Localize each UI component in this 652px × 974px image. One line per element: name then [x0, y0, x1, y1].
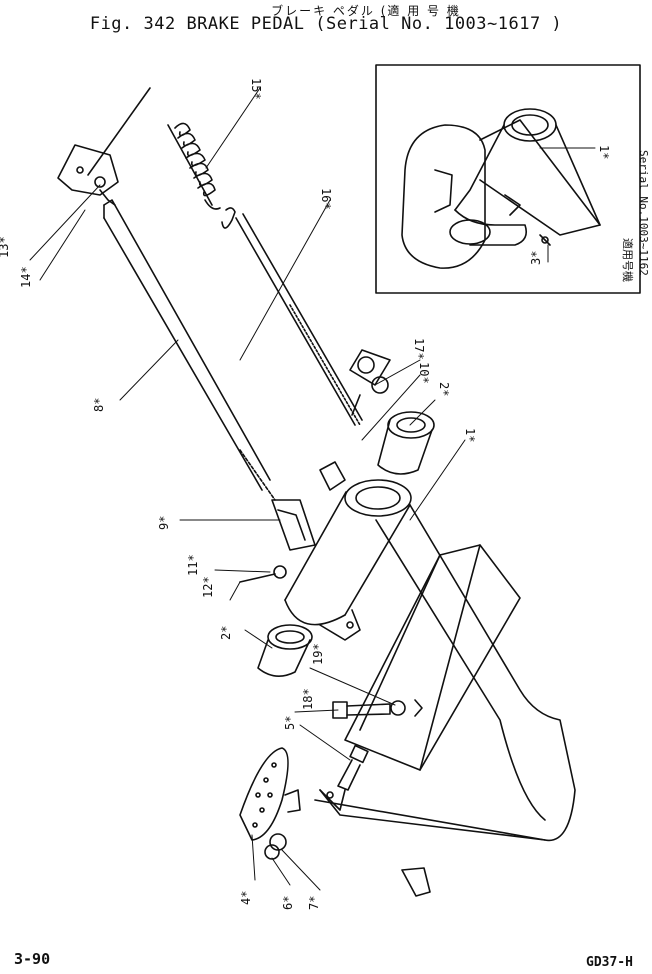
brake-rod-16	[221, 207, 363, 426]
bushing-bottom	[257, 624, 313, 677]
nut-washer-10-17	[349, 349, 391, 416]
label-2-top: 2*	[437, 382, 451, 396]
inset-note-serial: Serial No.1003~1162	[637, 150, 650, 276]
label-18: 18*	[301, 688, 315, 710]
label-10: 10*	[417, 362, 431, 384]
leader-lines	[29, 87, 466, 891]
bolt-12	[239, 573, 276, 583]
label-9: 9*	[157, 516, 171, 530]
nut-6	[264, 844, 280, 860]
label-14: 14*	[19, 266, 33, 288]
label-5: 5*	[283, 716, 297, 730]
stopper-plate	[344, 544, 521, 771]
inset-note-jp: 適用号機	[621, 238, 634, 282]
inset-label-3: 3*	[529, 251, 543, 265]
return-spring	[167, 122, 221, 210]
inset-frame	[375, 64, 641, 294]
label-4: 4*	[239, 891, 253, 905]
inset-label-1: 1*	[597, 145, 611, 159]
label-12: 12*	[201, 576, 215, 598]
part-labels: 15* 16* 13* 14* 8* 9* 17* 10* 2* 1* 11* …	[0, 78, 611, 910]
label-16: 16*	[319, 188, 333, 210]
label-8: 8*	[92, 398, 106, 412]
label-19: 19*	[311, 643, 325, 665]
bolt-18-nut-19	[332, 699, 423, 719]
label-2-bottom: 2*	[219, 626, 233, 640]
bolt-5	[337, 744, 369, 791]
brake-rod-8	[103, 199, 276, 501]
label-17: 17*	[412, 338, 426, 360]
clevis	[271, 499, 316, 551]
page-number: 3-90	[14, 950, 51, 968]
label-6: 6*	[281, 896, 295, 910]
drawing-code: GD37-H	[586, 955, 633, 970]
figure-title: Fig. 342 BRAKE PEDAL (Serial No. 1003~16…	[89, 14, 563, 34]
pedal-shaft-tube	[284, 479, 412, 641]
label-15: 15*	[249, 78, 263, 100]
pin	[319, 461, 346, 491]
label-11: 11*	[186, 554, 200, 576]
label-1: 1*	[463, 428, 477, 442]
pedal-pad	[239, 747, 301, 841]
bushing-top	[377, 411, 435, 475]
washer-11	[273, 565, 287, 579]
pedal-arm	[314, 504, 576, 842]
front-arrow	[401, 867, 431, 897]
label-7: 7*	[307, 896, 321, 910]
label-13: 13*	[0, 236, 11, 258]
title-japanese: ブレーキ ペダル (適 用 号 機	[271, 4, 461, 18]
inset-drawing	[401, 108, 601, 269]
lever-bracket	[57, 87, 151, 206]
